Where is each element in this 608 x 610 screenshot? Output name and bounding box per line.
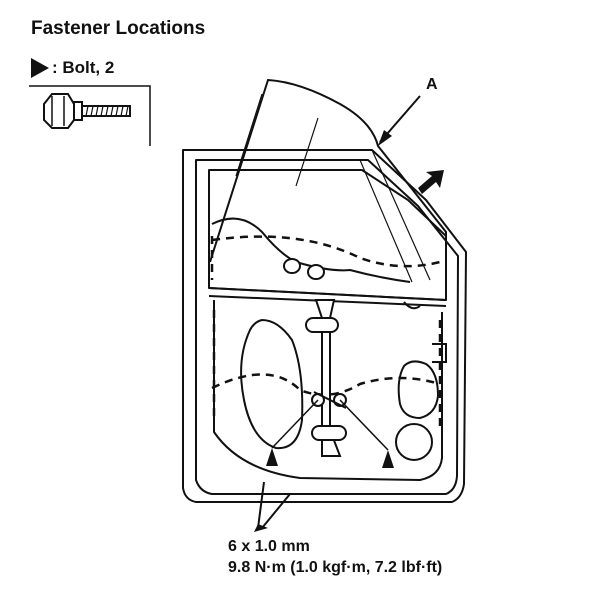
- bolt-legend-box: [29, 85, 151, 146]
- legend-bolt-label: : Bolt, 2: [52, 58, 115, 77]
- triangle-marker-icon: [31, 58, 49, 78]
- callout-label-a: A: [426, 76, 438, 93]
- bolt-icon: [43, 93, 131, 129]
- callout-a-leader: [378, 95, 421, 146]
- wire-harness: [211, 217, 421, 310]
- bolt-size-spec: 6 x 1.0 mm: [228, 538, 310, 555]
- front-direction-arrow-icon: [418, 170, 444, 194]
- window-regulator: [305, 299, 347, 457]
- bolt-marker-left-icon: [266, 448, 278, 466]
- bolt-torque-spec: 9.8 N·m (1.0 kgf·m, 7.2 lbf·ft): [228, 559, 443, 576]
- bolt-location-markers: [254, 399, 394, 532]
- panel-openings: [240, 318, 447, 461]
- diagram-title: Fastener Locations: [31, 18, 206, 39]
- window-glass: [209, 78, 447, 300]
- hidden-lines: [210, 235, 442, 430]
- bolt-marker-right-icon: [382, 450, 394, 468]
